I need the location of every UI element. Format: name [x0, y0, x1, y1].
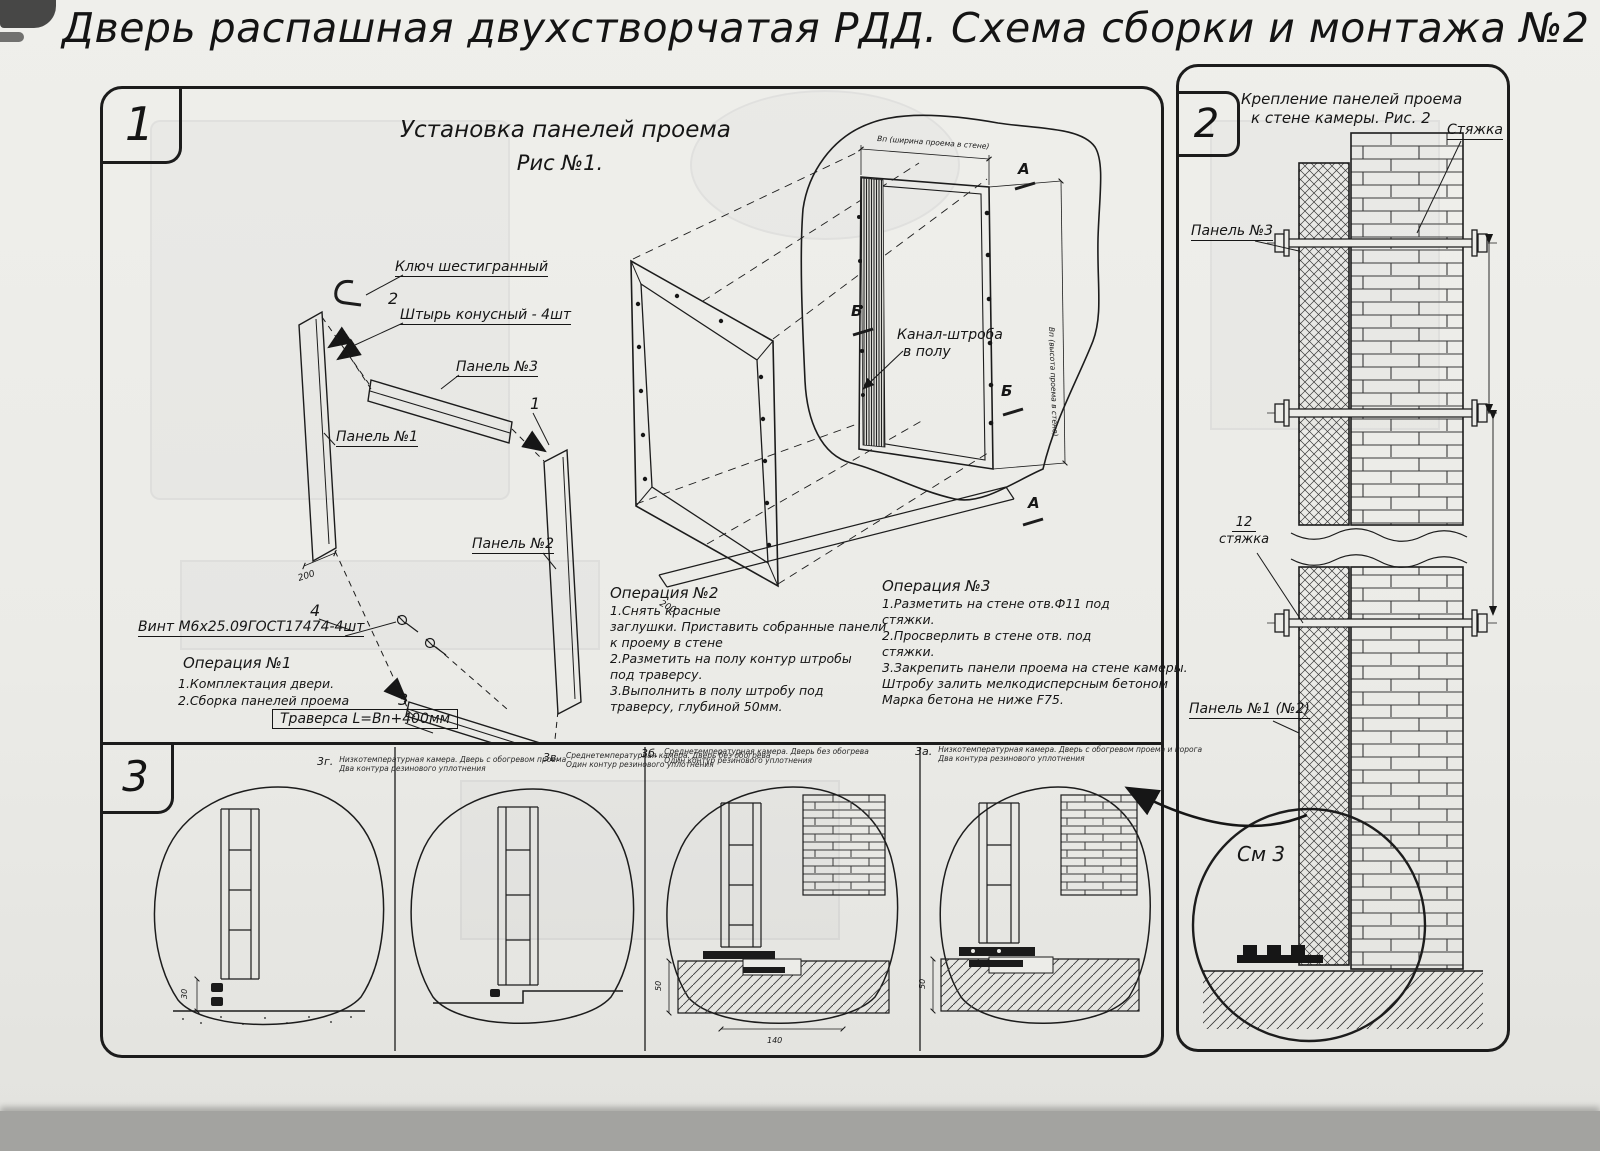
dim-opening-height: Вп (высота проема в стене)	[1047, 327, 1060, 437]
label-see-detail3: См 3	[1237, 842, 1286, 866]
label-tie-top: Стяжка	[1447, 122, 1503, 141]
operation3-line5: 3.Закрепить панели проема на стене камер…	[882, 660, 1188, 675]
section1-drawing: 200 200 Вп (ширина проема в стене) Вп (в…	[297, 114, 1102, 742]
label-panel1: Панель №1	[336, 429, 418, 448]
detail-3a-id: 3а.	[915, 745, 933, 758]
dim-opening-width: Вп (ширина проема в стене)	[877, 134, 990, 151]
detail-3b-caption-line1: Среднетемпературная камера. Дверь без об…	[664, 747, 869, 756]
label-screw: Винт М6х25.09ГОСТ17474-4шт	[138, 619, 365, 638]
dim-200-left: 200	[297, 569, 317, 584]
callout-1: 1	[530, 394, 541, 413]
label-tie-word: стяжка	[1219, 532, 1270, 547]
operation3-line4: стяжки.	[882, 644, 935, 659]
view-mark-a-bottom: А	[1028, 494, 1040, 512]
detail-3b-caption: 3б. Среднетемпературная камера. Дверь бе…	[641, 747, 869, 765]
label-panel1-right: Панель №1 (№2)	[1189, 701, 1310, 720]
detail-3b-caption-line2: Один контур резинового уплотнения	[664, 756, 813, 765]
operation2-line7: траверсу, глубиной 50мм.	[610, 699, 783, 714]
operation1-line1: 1.Комплектация двери.	[178, 676, 335, 691]
view-mark-b-right: Б	[1001, 382, 1013, 400]
detail-3v-id: 3в.	[543, 751, 560, 764]
label-tie-mid: 12 стяжка	[1219, 515, 1269, 547]
section3-drawing: 30	[153, 747, 1151, 1051]
label-tie-number: 12	[1231, 515, 1257, 532]
label-traverse: Траверса L=Bn+400мм	[272, 709, 459, 730]
view-mark-b-left: Б	[851, 302, 863, 320]
detail-3g-id: 3г.	[317, 755, 334, 768]
operation3-line6: Штробу залить мелкодисперсным бетоном	[882, 676, 1168, 691]
operation2-title: Операция №2	[610, 584, 719, 602]
label-panel2: Панель №2	[472, 536, 554, 555]
detail-3v-caption-line1: Среднетемпературная камера. Дверь без об…	[565, 751, 771, 760]
section1-number: 1	[100, 86, 182, 164]
detail-3v-caption: 3в. Среднетемпературная камера. Дверь бе…	[543, 751, 771, 769]
label-panel3: Панель №3	[456, 359, 538, 378]
label-channel-line1: Канал-штроба	[897, 327, 1003, 343]
section2-number: 2	[1176, 91, 1240, 157]
detail-3g-caption-line1: Низкотемпературная камера. Дверь с обогр…	[339, 755, 567, 764]
view-mark-a-top: А	[1018, 160, 1030, 178]
operation3-line1: 1.Разметить на стене отв.Ф11 под	[882, 596, 1110, 611]
section1-frame: 200 200 Вп (ширина проема в стене) Вп (в…	[100, 86, 1202, 1058]
section2-drawing	[1191, 132, 1498, 1043]
dim-30: 30	[180, 989, 189, 999]
callout-3: 3	[398, 690, 409, 709]
page-title: Дверь распашная двухстворчатая РДД. Схем…	[62, 4, 1590, 52]
operation2-line2: заглушки. Приставить собранные панели	[610, 619, 887, 634]
label-hex-key: Ключ шестигранный	[395, 259, 549, 278]
scan-smudge	[0, 0, 56, 28]
operation2-line6: 3.Выполнить в полу штробу под	[610, 683, 824, 698]
operation1-line2: 2.Сборка панелей проема	[178, 693, 350, 708]
operation3-title: Операция №3	[882, 577, 991, 595]
detail-3a-caption: 3а. Низкотемпературная камера. Дверь с о…	[915, 745, 1202, 763]
operation3-line2: стяжки.	[882, 612, 935, 627]
figure1-subtitle: Рис №1.	[516, 151, 604, 175]
dim-50-b: 50	[654, 981, 663, 991]
detail-3a-caption-line2: Два контура резинового уплотнения	[938, 754, 1085, 763]
figure2-title-line1: Крепление панелей проема	[1241, 90, 1463, 108]
operation1-title: Операция №1	[183, 654, 292, 672]
callout-2: 2	[388, 289, 399, 308]
label-channel-line2: в полу	[903, 344, 951, 360]
operation2-line4: 2.Разметить на полу контур штробы	[610, 651, 852, 666]
section3-number: 3	[100, 742, 174, 814]
detail-3g-caption: 3г. Низкотемпературная камера. Дверь с о…	[317, 755, 566, 773]
scan-background	[0, 1111, 1600, 1151]
callout-4: 4	[310, 601, 321, 620]
operation3-line3: 2.Просверлить в стене отв. под	[882, 628, 1092, 643]
detail-3b-id: 3б.	[641, 747, 659, 760]
detail-3g-caption-line2: Два контура резинового уплотнения	[339, 764, 486, 773]
label-panel3-right: Панель №3	[1191, 223, 1273, 242]
label-pin: Штырь конусный - 4шт	[400, 307, 572, 326]
operation2-line1: 1.Снять красные	[610, 603, 721, 618]
operation2-line5: под траверсу.	[610, 667, 703, 682]
frame-divider	[103, 742, 1161, 745]
section2-frame: Крепление панелей проема к стене камеры.…	[1176, 64, 1510, 1052]
operation2-line3: к проему в стене	[610, 635, 723, 650]
detail-3a-caption-line1: Низкотемпературная камера. Дверь с обогр…	[938, 745, 1203, 754]
dim-50-a: 50	[918, 979, 927, 989]
detail-3v-caption-line2: Один контур резинового уплотнения	[565, 760, 714, 769]
figure2-title-line2: к стене камеры. Рис. 2	[1251, 109, 1431, 127]
dim-140: 140	[767, 1036, 782, 1045]
operation3-line7: Марка бетона не ниже F75.	[882, 692, 1064, 707]
scan-smudge-small	[0, 32, 24, 42]
figure1-title: Установка панелей проема	[400, 117, 731, 143]
